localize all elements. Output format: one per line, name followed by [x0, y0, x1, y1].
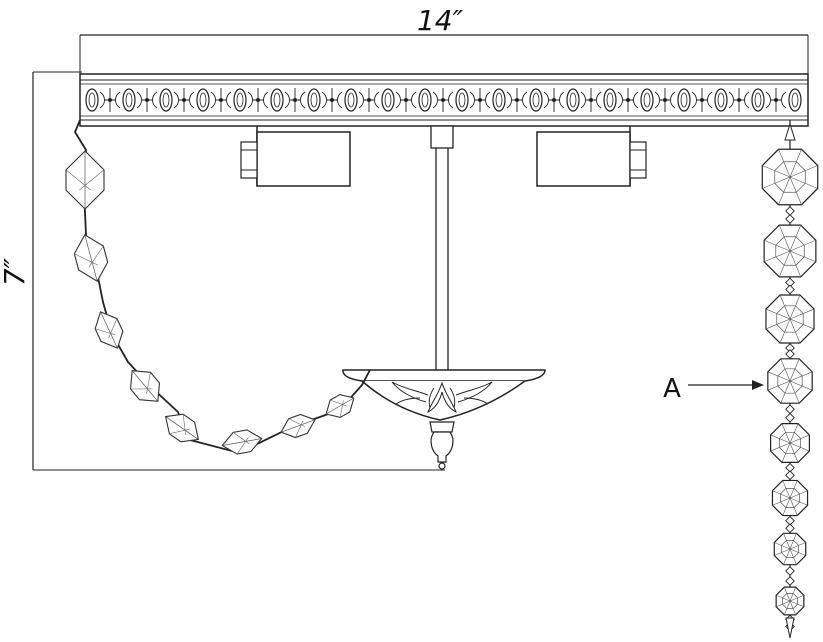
strand-bead: [785, 404, 795, 415]
ornament-oval: [751, 88, 765, 112]
ornament-scroll: [210, 88, 232, 112]
left-bracket: [240, 126, 351, 187]
ornament-scroll: [321, 88, 343, 112]
ornament-oval: [270, 88, 284, 112]
swag-crystal: [164, 413, 200, 443]
ornament-scroll: [617, 88, 639, 112]
ornament-oval: [603, 88, 617, 112]
octagon-crystal: [763, 224, 817, 278]
strand-bead: [785, 349, 795, 359]
ornament-scroll: [654, 88, 676, 112]
ornament-oval: [307, 88, 321, 112]
ornament-oval: [418, 88, 432, 112]
ornament-scroll: [728, 88, 750, 112]
ornament-oval: [381, 88, 395, 112]
ornament-oval: [85, 88, 99, 112]
strand-bead: [785, 214, 795, 224]
ornament-scroll: [136, 88, 158, 112]
ornament-oval: [640, 88, 654, 112]
strand-bead: [785, 412, 795, 423]
center-rod: [430, 125, 454, 370]
ornament-scroll: [432, 88, 454, 112]
swag-crystal: [65, 150, 105, 210]
strand-bead: [785, 206, 795, 216]
strand-bead: [785, 462, 795, 473]
finial: [429, 421, 455, 470]
ornament-scroll: [99, 88, 121, 112]
ornament-scroll: [580, 88, 602, 112]
swag-crystal: [221, 429, 263, 455]
octagon-crystal: [771, 479, 809, 517]
ornament-oval: [788, 88, 802, 112]
ornament-scroll: [247, 88, 269, 112]
acanthus-leaf-ornament: [391, 381, 493, 414]
octagon-crystal: [767, 358, 813, 404]
octagon-crystal: [769, 422, 811, 464]
swag-crystal-chain: [65, 119, 371, 455]
ornament-scroll: [358, 88, 380, 112]
ornament-oval: [344, 88, 358, 112]
swag-crystal: [325, 393, 355, 419]
octagon-crystal: [773, 532, 807, 566]
ornament-oval: [122, 88, 136, 112]
swag-crystal: [280, 413, 316, 439]
ornament-scroll: [395, 88, 417, 112]
callout-arrowhead: [752, 380, 764, 390]
ornament-oval: [492, 88, 506, 112]
ornament-scroll: [691, 88, 713, 112]
right-bracket: [536, 126, 647, 187]
ornament-oval: [159, 88, 173, 112]
octagon-crystal: [765, 294, 815, 344]
octagon-crystal: [761, 148, 819, 206]
ornament-oval: [455, 88, 469, 112]
ornament-scroll: [765, 88, 787, 112]
strand-top-spike: [784, 122, 796, 141]
ornament-scroll: [173, 88, 195, 112]
strand-bead: [785, 277, 795, 288]
callout-a: A: [663, 374, 764, 404]
swag-crystal: [73, 234, 109, 282]
ornament-oval: [714, 88, 728, 112]
strand-bead: [785, 470, 795, 481]
ornament-scroll: [506, 88, 528, 112]
strand-bottom-spike: [785, 617, 795, 639]
ornament-scroll: [284, 88, 306, 112]
callout-a-label: A: [663, 374, 681, 404]
ornament-scroll: [469, 88, 491, 112]
canopy-band: [79, 73, 809, 127]
height-dimension-label: 7″: [0, 257, 31, 286]
ornament-oval: [196, 88, 210, 112]
strand-bead: [785, 343, 795, 353]
strand-bead: [785, 284, 795, 295]
octagon-crystal: [775, 586, 805, 616]
width-dimension: 14″: [79, 4, 809, 80]
height-dimension: 7″: [0, 71, 445, 471]
swag-crystal: [129, 370, 161, 402]
strand-bead: [785, 566, 795, 576]
ornament-oval: [233, 88, 247, 112]
ornament-pattern: [85, 88, 802, 112]
strand-bead: [785, 523, 795, 534]
strand-bead: [785, 576, 795, 586]
ornament-oval: [566, 88, 580, 112]
width-dimension-label: 14″: [417, 4, 464, 37]
ornament-oval: [677, 88, 691, 112]
strand-bead: [785, 515, 795, 526]
ornament-oval: [529, 88, 543, 112]
swag-crystal: [94, 311, 124, 349]
hanging-octagon-strand: [761, 120, 819, 639]
ornament-scroll: [543, 88, 565, 112]
bottom-bowl: [342, 369, 546, 470]
